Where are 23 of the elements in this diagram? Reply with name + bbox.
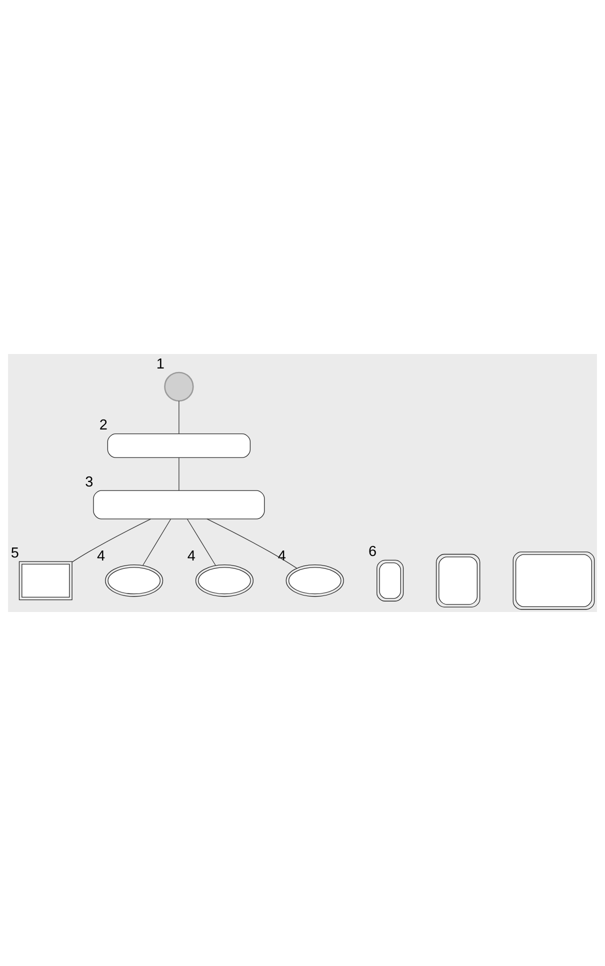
connector (178, 457, 180, 491)
node-label: 4 (187, 548, 196, 565)
node-box (18, 561, 72, 600)
node-label: 4 (97, 548, 106, 565)
node-ellipse (105, 564, 164, 597)
node-box (436, 554, 480, 608)
node-label: 6 (368, 544, 377, 560)
node-ellipse (195, 564, 254, 597)
connector (72, 518, 151, 562)
connector (178, 400, 180, 434)
node-ellipse (286, 564, 344, 597)
node-label: 3 (85, 474, 94, 490)
connector (206, 518, 298, 568)
node-box (107, 434, 251, 458)
node-label: 1 (156, 356, 165, 372)
node-box (93, 490, 265, 520)
connector (142, 518, 172, 566)
node-label: 2 (99, 418, 108, 434)
connector (186, 518, 216, 566)
node-circle (164, 372, 194, 402)
node-box (512, 552, 595, 610)
node-box (376, 560, 404, 602)
node-label: 5 (10, 545, 20, 562)
